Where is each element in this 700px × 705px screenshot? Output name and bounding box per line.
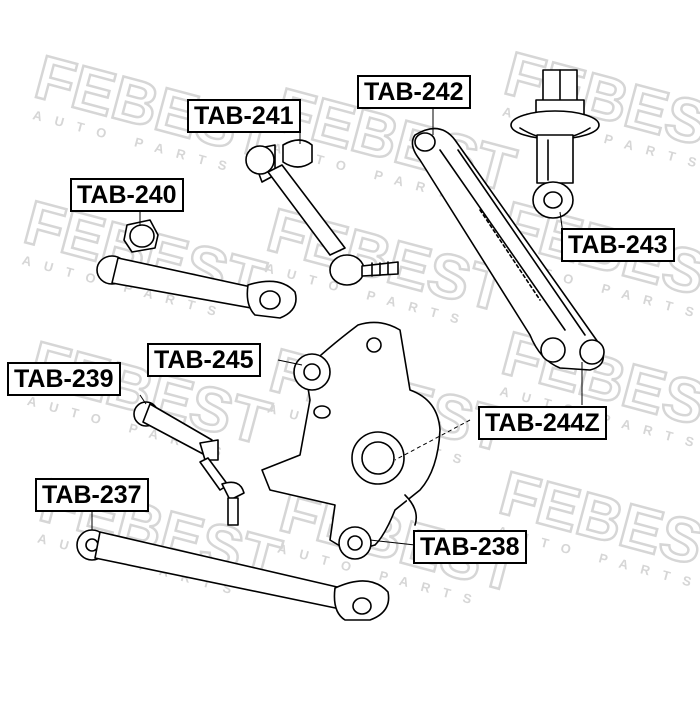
part-label-tab-237: TAB-237 [35,478,149,512]
leader-tab-239 [139,394,147,405]
watermark-logo: FEBEST AUTO PARTS [497,38,700,173]
leader-tab-238 [369,539,416,546]
leader-tab-244z-dash [394,419,471,461]
trailing-arm [411,127,605,371]
steering-knuckle [261,321,441,560]
lower-arm [96,255,297,319]
part-label-tab-241: TAB-241 [187,99,301,133]
part-label-tab-240: TAB-240 [70,178,184,212]
lower-control-arm [76,529,390,621]
part-label-tab-239: TAB-239 [7,362,121,396]
part-label-tab-238: TAB-238 [413,530,527,564]
part-label-tab-242: TAB-242 [357,75,471,109]
leader-lines [91,108,583,546]
upper-control-arm [245,139,399,286]
toe-adjust-arm [133,401,245,526]
part-label-tab-243: TAB-243 [561,228,675,262]
bushing-part [123,219,159,253]
shock-absorber [510,69,600,219]
leader-tab-245 [277,359,303,366]
part-label-tab-244z: TAB-244Z [478,406,607,440]
part-label-tab-245: TAB-245 [147,343,261,377]
